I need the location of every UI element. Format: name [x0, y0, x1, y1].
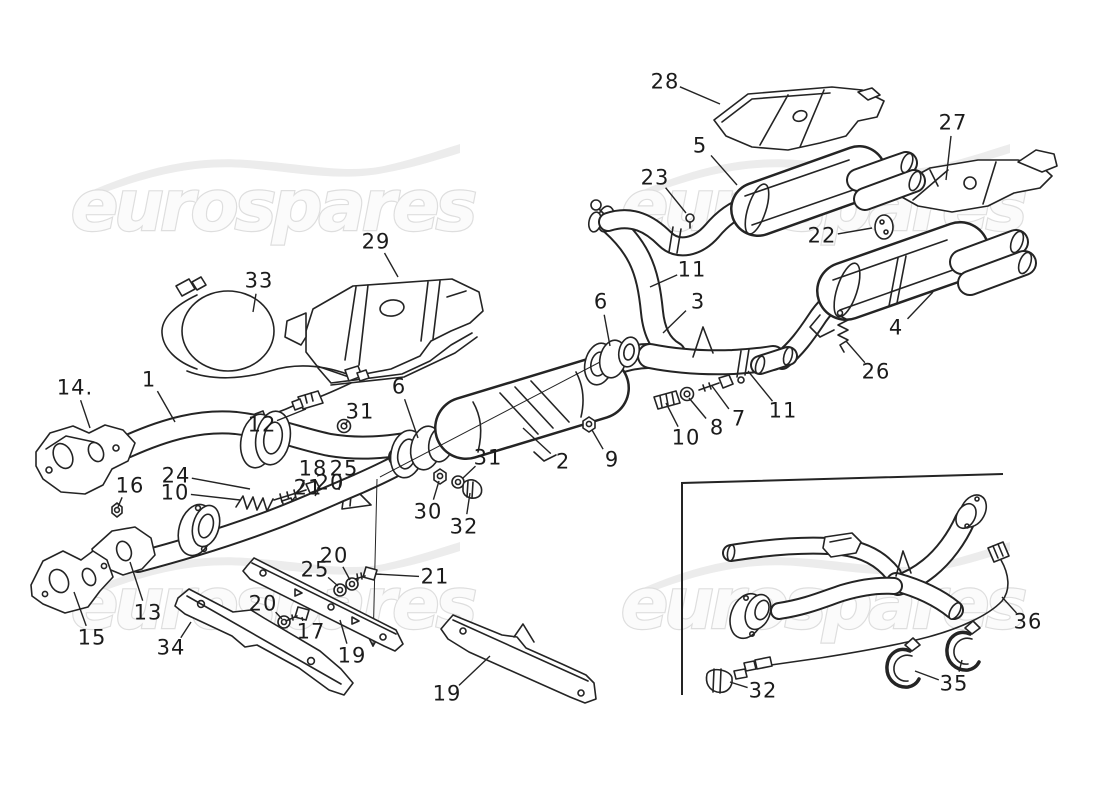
part-label-19[interactable]: 19: [432, 681, 462, 706]
car-swoosh-icon: [84, 542, 460, 596]
mounting-strap-34-drawing: [174, 588, 354, 696]
heat-shield-19-lower-drawing: [440, 614, 597, 704]
part-label-23[interactable]: 23: [640, 165, 670, 190]
catalytic-converter-2-drawing: [388, 336, 641, 479]
part-label-32[interactable]: 32: [748, 678, 778, 703]
part-label-9[interactable]: 9: [604, 447, 620, 472]
mounting-strap-19-upper-drawing: [242, 557, 404, 652]
part-label-10[interactable]: 10: [671, 425, 701, 450]
part-label-13[interactable]: 13: [133, 600, 163, 625]
rear-muffler-4-drawing: [736, 221, 1037, 384]
front-pipe-13-drawing: [127, 448, 414, 573]
part-label-17[interactable]: 17: [296, 619, 326, 644]
part-label-25[interactable]: 25: [329, 456, 359, 481]
heat-shield-27-drawing: [896, 149, 1058, 213]
hanger-spring-26-drawing: [836, 309, 849, 353]
part-label-14[interactable]: 14.: [56, 375, 94, 400]
inset-y-pipe-drawing: [722, 494, 988, 640]
part-label-18[interactable]: 18: [298, 456, 328, 481]
part-label-27[interactable]: 27: [938, 110, 968, 135]
manifold-flange-14-drawing: [35, 424, 136, 495]
front-pipe-1-drawing: [114, 410, 424, 469]
part-label-11[interactable]: 11: [768, 398, 798, 423]
part-label-12[interactable]: 12: [247, 412, 277, 437]
part-label-15[interactable]: 15: [77, 625, 107, 650]
part-label-11[interactable]: 11: [677, 257, 707, 282]
washer-31-left-drawing: [336, 418, 352, 434]
part-label-31[interactable]: 31: [473, 445, 503, 470]
part-label-20[interactable]: 20: [319, 543, 349, 568]
part-label-7[interactable]: 7: [731, 406, 747, 431]
part-label-21[interactable]: 21: [293, 475, 323, 500]
part-label-34[interactable]: 34: [156, 635, 186, 660]
part-label-25[interactable]: 25: [300, 557, 330, 582]
part-label-20[interactable]: 20: [248, 591, 278, 616]
inset-plug-32-drawing: [705, 668, 748, 694]
heat-shield-29-drawing: [284, 278, 484, 386]
part-label-26[interactable]: 26: [861, 359, 891, 384]
inset-cable-36-drawing: [743, 541, 1010, 672]
watermark-top-left: eurospares: [70, 144, 481, 248]
part-label-22[interactable]: 22: [807, 223, 837, 248]
part-label-21[interactable]: 21: [420, 564, 450, 589]
part-label-8[interactable]: 8: [709, 415, 725, 440]
watermark-text: eurospares: [71, 165, 476, 247]
part-label-6[interactable]: 6: [593, 289, 609, 314]
part-label-4[interactable]: 4: [888, 315, 904, 340]
part-label-19[interactable]: 19: [337, 643, 367, 668]
part-label-32[interactable]: 32: [449, 514, 479, 539]
part-label-31[interactable]: 31: [345, 399, 375, 424]
part-label-1[interactable]: 1: [141, 367, 157, 392]
part-label-35[interactable]: 35: [939, 671, 969, 696]
part-label-10[interactable]: 10: [160, 480, 190, 505]
part-label-29[interactable]: 29: [361, 229, 391, 254]
bolt-hardware-7-8-10-drawing: [653, 374, 734, 410]
part-label-5[interactable]: 5: [692, 133, 708, 158]
part-label-16[interactable]: 16: [115, 473, 145, 498]
part-label-20[interactable]: 20: [315, 470, 345, 495]
part-label-36[interactable]: 36: [1013, 609, 1043, 634]
part-label-24[interactable]: 24: [161, 463, 191, 488]
part-label-6[interactable]: 6: [391, 374, 407, 399]
part-label-28[interactable]: 28: [650, 69, 680, 94]
inset-clamps-35-drawing: [885, 620, 981, 689]
part-label-2[interactable]: 2: [555, 449, 571, 474]
part-label-3[interactable]: 3: [690, 289, 706, 314]
heat-shield-28-drawing: [713, 86, 885, 151]
inset-detail-box: [681, 473, 1004, 695]
car-swoosh-icon: [84, 144, 460, 198]
grommet-22-drawing: [874, 214, 894, 240]
strap-hardware-drawing: [277, 566, 378, 629]
part-label-33[interactable]: 33: [244, 268, 274, 293]
lambda-sensor-cable-33-drawing: [161, 276, 370, 404]
front-muffler-5-drawing: [598, 145, 926, 257]
part-label-30[interactable]: 30: [413, 499, 443, 524]
